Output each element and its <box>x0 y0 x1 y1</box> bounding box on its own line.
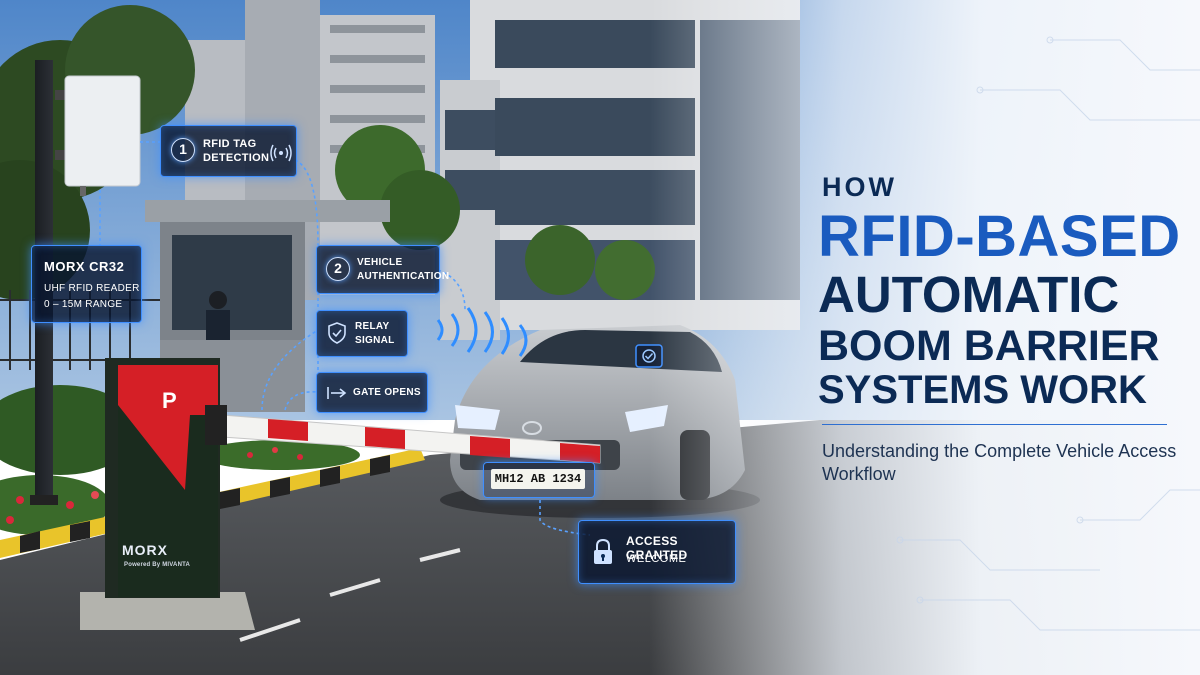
reader-type: UHF RFID READER <box>44 283 140 294</box>
arrow-gate-icon <box>327 387 347 399</box>
step-label-b: SIGNAL <box>355 335 395 346</box>
title-systems-work: SYSTEMS WORK <box>818 368 1147 412</box>
lane-markings <box>239 548 461 642</box>
barrier-brand: MORX <box>122 542 168 558</box>
wireless-signal-icon <box>270 144 292 162</box>
access-granted-box: ACCESS GRANTED WELCOME <box>578 520 736 584</box>
guard-booth <box>145 200 390 412</box>
parking-logo: P <box>162 388 177 413</box>
step-number-2: 2 <box>326 257 350 281</box>
step-label-a: VEHICLE <box>357 257 403 268</box>
reader-range: 0 – 15M RANGE <box>44 299 123 310</box>
barrier-cabinet <box>80 358 255 630</box>
title-rfid-based: RFID-BASED <box>818 204 1181 269</box>
step-label-a: GATE OPENS <box>353 387 421 398</box>
padlock-icon <box>594 538 612 564</box>
license-plate-text: MH12 AB 1234 <box>491 469 585 489</box>
license-plate-highlight: MH12 AB 1234 <box>483 462 595 498</box>
barrier-arm <box>221 414 601 464</box>
shield-check-icon <box>328 322 346 344</box>
reader-name: MORX CR32 <box>44 259 125 274</box>
title-boom-barrier: BOOM BARRIER <box>818 322 1160 370</box>
step-number-1: 1 <box>171 138 195 162</box>
step-relay-signal: RELAY SIGNAL <box>316 310 408 357</box>
reader-info-box: MORX CR32 UHF RFID READER 0 – 15M RANGE <box>31 245 142 323</box>
access-status: ACCESS GRANTED <box>626 534 688 562</box>
step-label-b: AUTHENTICATION <box>357 271 450 282</box>
step-rfid-tag-detection: 1 RFID TAG DETECTION <box>160 125 297 177</box>
access-welcome: WELCOME <box>626 553 687 565</box>
signal-wave-arcs <box>436 307 528 357</box>
step-gate-opens: GATE OPENS <box>316 372 428 413</box>
circuit-pattern <box>896 36 1200 631</box>
step-label-a: RELAY <box>355 321 390 332</box>
rfid-reader-device <box>55 75 141 196</box>
subtitle: Understanding the Complete Vehicle Acces… <box>822 441 1177 484</box>
step-label-a: RFID TAG <box>203 138 257 150</box>
title-automatic: AUTOMATIC <box>818 266 1120 323</box>
barrier-powered-by: Powered By MIVANTA <box>124 562 191 568</box>
title-divider <box>822 424 1167 425</box>
step-label-b: DETECTION <box>203 152 270 164</box>
title-how: HOW <box>822 172 897 202</box>
step-vehicle-authentication: 2 VEHICLE AUTHENTICATION <box>316 245 449 294</box>
